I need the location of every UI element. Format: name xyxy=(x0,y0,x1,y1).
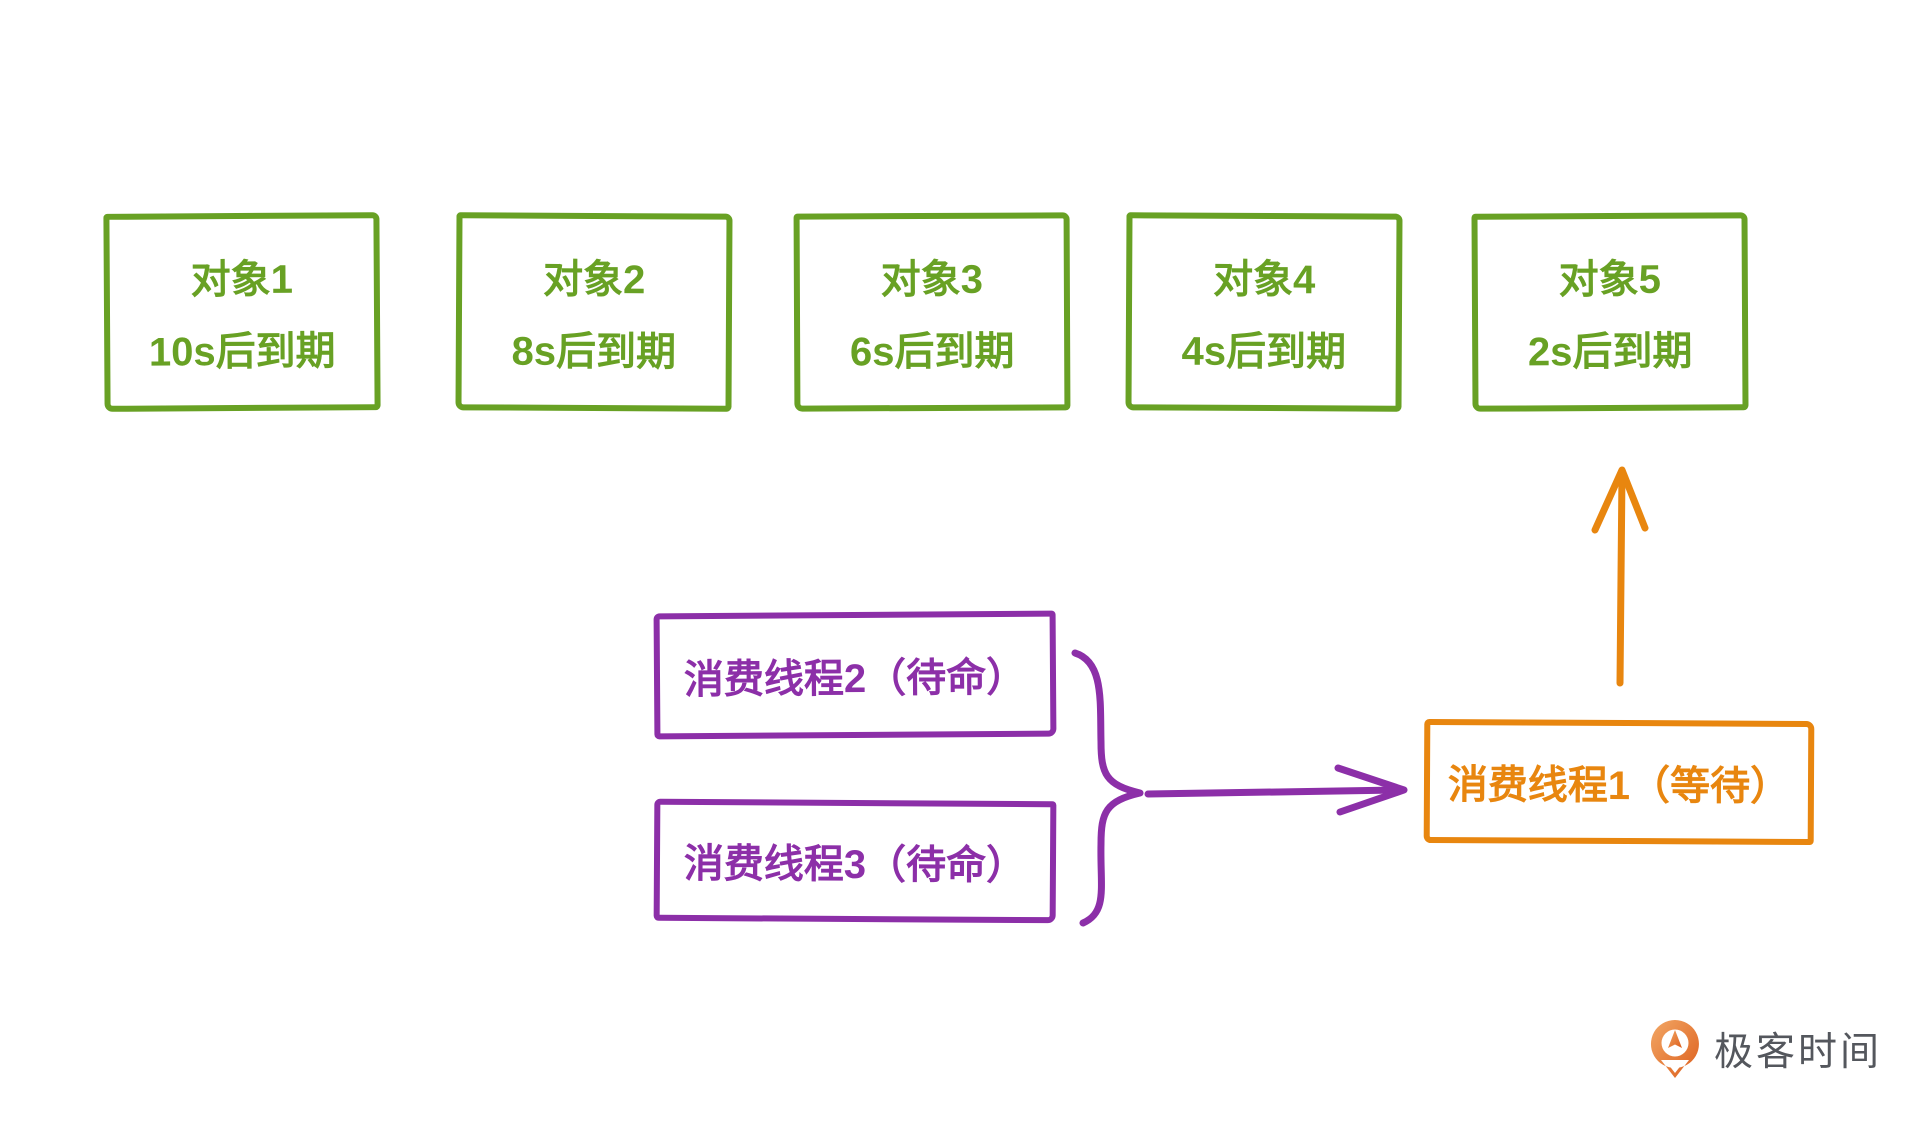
standby-thread-box-3: 消费线程3（待命） xyxy=(653,798,1057,924)
geektime-logo-text: 极客时间 xyxy=(1714,1031,1883,1074)
waiting-thread-label: 消费线程1（等待） xyxy=(1447,763,1791,809)
object-box-2: 对象2 8s后到期 xyxy=(455,212,733,412)
object-title: 对象4 xyxy=(1212,257,1316,303)
expire-up-arrow-icon xyxy=(1591,466,1649,687)
object-box-1: 对象1 10s后到期 xyxy=(103,212,381,412)
object-box-5: 对象5 2s后到期 xyxy=(1471,212,1749,412)
standby-thread-label: 消费线程3（待命） xyxy=(683,841,1027,889)
standby-thread-label: 消费线程2（待命） xyxy=(683,655,1027,703)
brace-icon xyxy=(1071,649,1144,927)
object-expiry: 4s后到期 xyxy=(1181,329,1347,375)
geektime-logo: 极客时间 xyxy=(1648,1018,1882,1080)
object-title: 对象3 xyxy=(880,257,984,303)
object-title: 对象1 xyxy=(190,257,294,303)
object-expiry: 2s后到期 xyxy=(1527,329,1693,375)
object-expiry: 8s后到期 xyxy=(511,329,677,375)
waiting-thread-box: 消费线程1（等待） xyxy=(1423,718,1815,846)
standby-thread-box-2: 消费线程2（待命） xyxy=(653,610,1057,740)
object-title: 对象2 xyxy=(542,257,646,303)
object-expiry: 6s后到期 xyxy=(849,329,1015,375)
object-box-4: 对象4 4s后到期 xyxy=(1125,212,1403,412)
geektime-logo-icon xyxy=(1650,1020,1699,1078)
object-box-3: 对象3 6s后到期 xyxy=(793,212,1071,412)
merge-arrow-icon xyxy=(1144,764,1408,816)
object-expiry: 10s后到期 xyxy=(148,329,336,375)
object-title: 对象5 xyxy=(1558,257,1662,303)
